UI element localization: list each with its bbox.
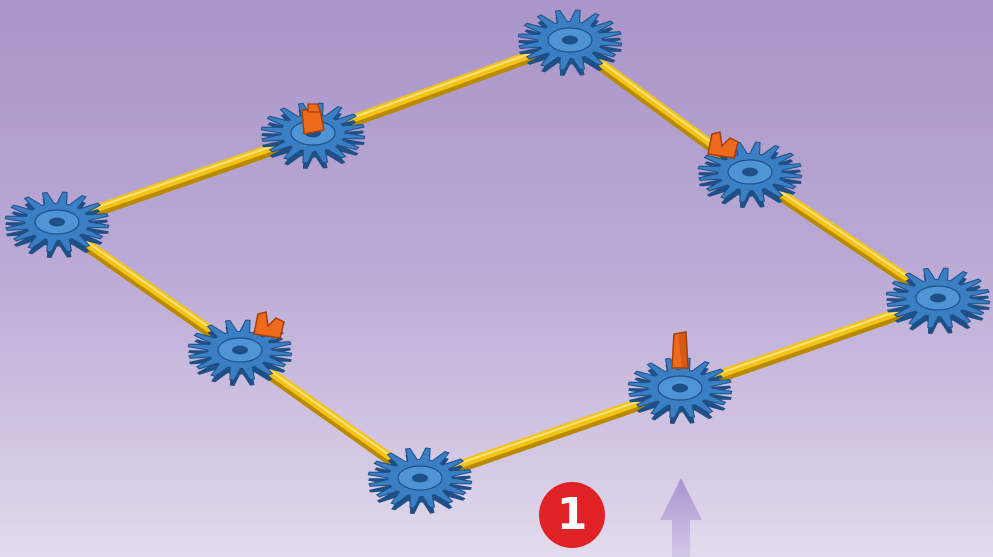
step-number-badge: 1 bbox=[539, 482, 605, 548]
hub-right bbox=[885, 267, 991, 334]
up-arrow-icon bbox=[660, 478, 702, 557]
clip-lower-left bbox=[253, 311, 285, 339]
hub-lower-left bbox=[187, 319, 293, 386]
clips-layer bbox=[253, 103, 739, 369]
clip-upper-right bbox=[707, 131, 739, 159]
clip-upper-left bbox=[301, 103, 325, 135]
yellow-rod bbox=[678, 294, 940, 397]
hub-upper-right bbox=[697, 141, 803, 208]
yellow-rod bbox=[418, 384, 682, 487]
hub-lower-right bbox=[627, 357, 733, 424]
hub-left bbox=[4, 191, 110, 258]
rods-layer bbox=[53, 36, 942, 487]
hubs-layer bbox=[4, 9, 991, 514]
clip-lower-right bbox=[671, 331, 689, 369]
hub-top bbox=[517, 9, 623, 76]
hub-bottom bbox=[367, 447, 473, 514]
